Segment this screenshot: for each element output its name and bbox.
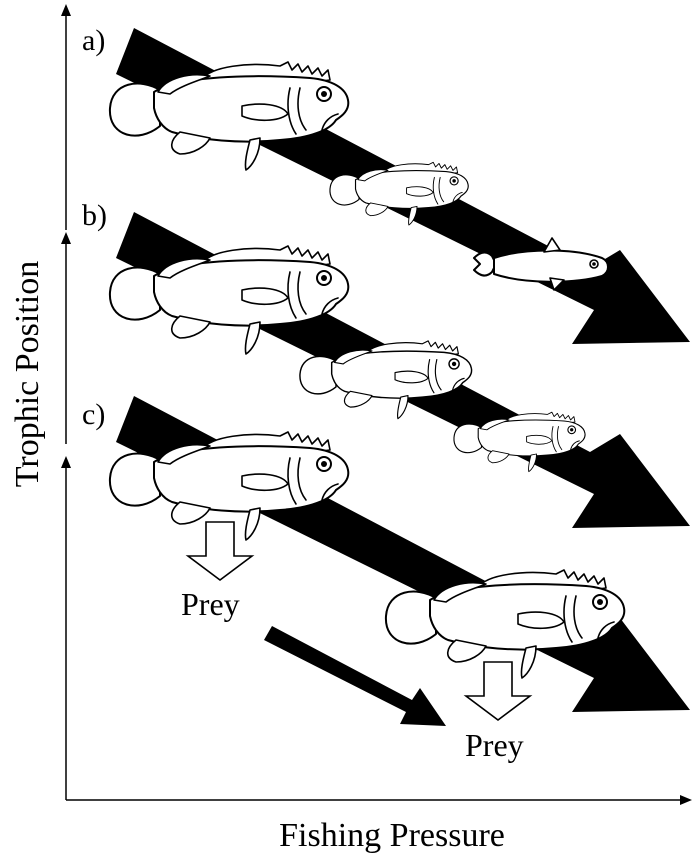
y-axis-segment-c: [61, 456, 71, 800]
panel-label-c: c): [82, 398, 105, 431]
down-hollow-arrow-icon: [463, 661, 533, 721]
y-axis-label: Trophic Position: [9, 261, 46, 487]
x-axis-label: Fishing Pressure: [279, 817, 505, 854]
trophic-arrow-c: [116, 396, 690, 712]
panel-label-a: a): [82, 24, 105, 57]
panel-label-b: b): [82, 199, 107, 232]
y-axis-segment-b: [61, 232, 71, 444]
prey-label-lower: Prey: [465, 727, 524, 763]
x-axis: [66, 795, 692, 805]
down-hollow-arrow-icon: [185, 521, 255, 581]
y-axis-segment-a: [61, 4, 71, 230]
prey-label-upper: Prey: [181, 586, 240, 622]
prey-decline-arrow: [264, 626, 446, 726]
